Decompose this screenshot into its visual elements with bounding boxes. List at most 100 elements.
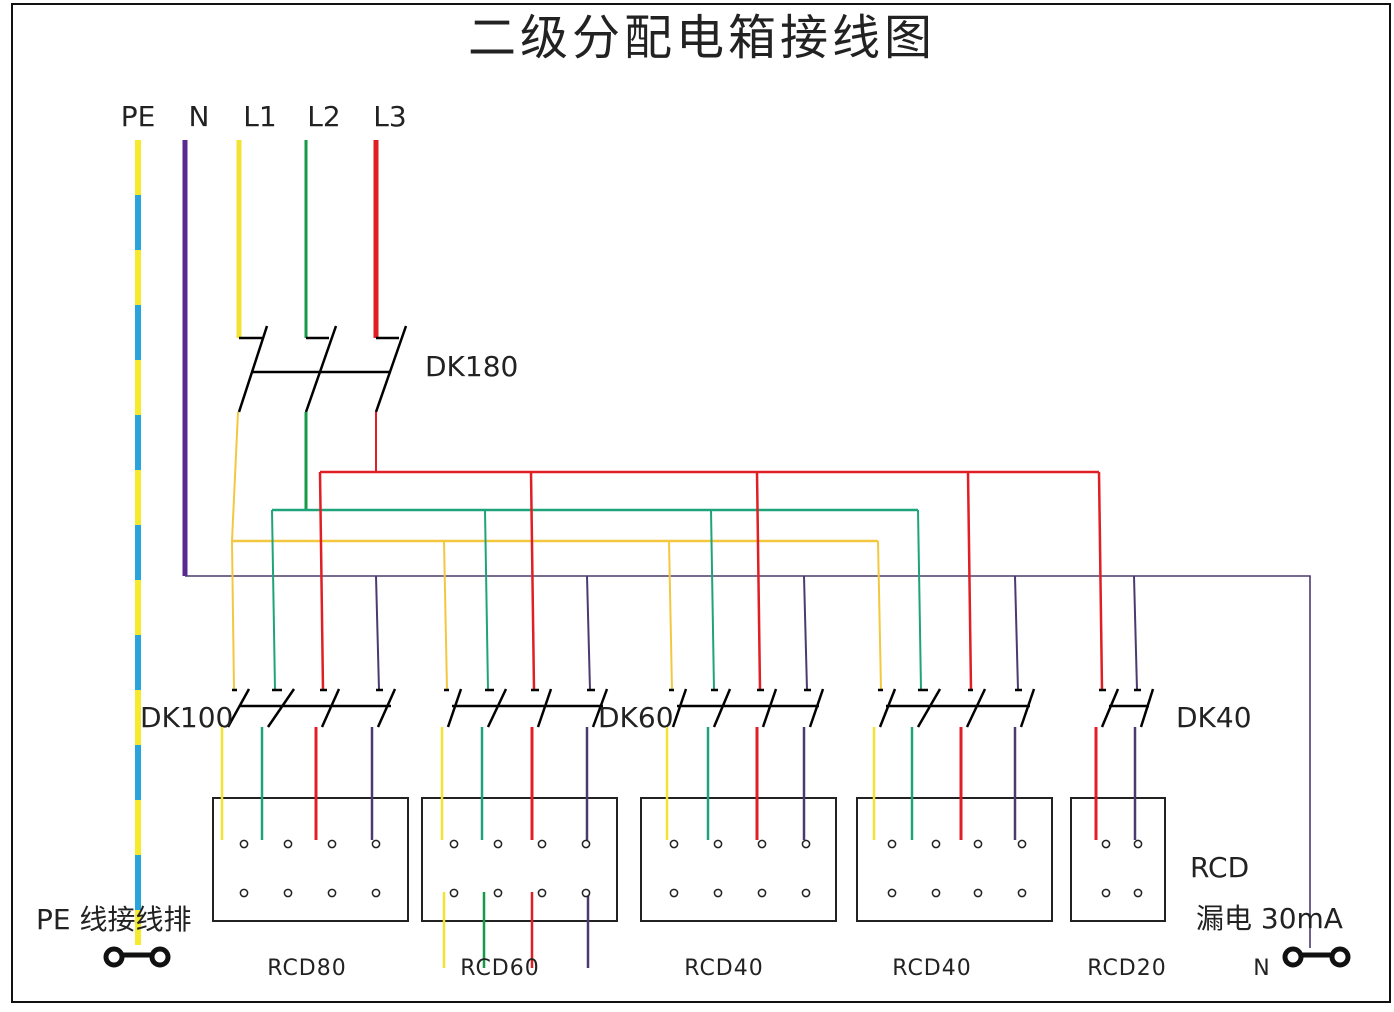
branch-drops — [231, 471, 1138, 691]
rcd-terminal — [669, 888, 679, 898]
rcd-note-title: RCD — [1190, 851, 1249, 884]
rcd-label-rcd60: RCD60 — [460, 956, 540, 981]
bus-label-pe: PE — [121, 100, 156, 133]
diagram-title: 二级分配电箱接线图 — [468, 10, 936, 66]
switch-label-dk60: DK60 — [598, 701, 674, 734]
branch-drop — [877, 540, 882, 691]
rcd-box-rcd80 — [212, 797, 409, 922]
rcd-wires — [220, 727, 1137, 968]
switch-blade — [1019, 688, 1036, 728]
rcd-units — [212, 797, 1166, 922]
rcd-terminal — [371, 839, 381, 849]
rcd-terminal — [757, 888, 767, 898]
branch-drop — [917, 509, 922, 691]
rcd-box-rcd60 — [421, 797, 618, 922]
rcd-terminal — [1101, 839, 1111, 849]
branch-drop — [710, 509, 715, 691]
branch-drop — [586, 575, 591, 691]
branch-drop — [271, 509, 276, 691]
rcd-box-rcd40-b — [856, 797, 1053, 922]
l1-outgoing-wire — [231, 411, 239, 542]
rcd-terminal — [581, 839, 591, 849]
rcd-label-rcd80: RCD80 — [267, 956, 347, 981]
rcd-box-rcd40-a — [640, 797, 837, 922]
rcd-terminal — [669, 839, 679, 849]
rcd-note-leakage: 漏电 30mA — [1196, 902, 1343, 935]
rcd-terminal — [757, 839, 767, 849]
rcd-label-rcd40-b: RCD40 — [892, 956, 972, 981]
branch-drop — [755, 471, 762, 691]
neutral-bus — [185, 575, 1311, 948]
diagram-frame — [11, 3, 1391, 1003]
rcd-terminal — [973, 888, 983, 898]
switch-blade — [486, 688, 508, 728]
switch-blade — [1139, 688, 1155, 728]
switch-label-dk100: DK100 — [140, 701, 233, 734]
switch-blade — [965, 688, 987, 728]
rcd-terminal — [283, 888, 293, 898]
rcd-terminal — [931, 888, 941, 898]
rcd-terminals — [239, 839, 1143, 898]
switch-blade — [916, 688, 942, 728]
rcd-terminal — [1017, 839, 1027, 849]
switch-blade — [671, 688, 688, 728]
neutral-terminal-bar — [1282, 946, 1351, 968]
switch-blade — [591, 688, 609, 728]
rcd-terminal — [449, 839, 459, 849]
rcd-label-rcd40-a: RCD40 — [684, 956, 764, 981]
switch-blade — [712, 688, 732, 728]
branch-switches — [226, 688, 1155, 728]
switch-blade — [536, 688, 553, 728]
rcd-box-rcd20 — [1070, 797, 1166, 922]
switch-label-dk40: DK40 — [1176, 701, 1252, 734]
rcd-terminal — [801, 888, 811, 898]
rcd-terminal — [713, 839, 723, 849]
rcd-terminal — [537, 888, 547, 898]
switch-blade — [226, 688, 251, 728]
rcd-terminal — [449, 888, 459, 898]
rcd-terminal — [493, 888, 503, 898]
switch-blade — [878, 688, 897, 728]
bus-label-l3: L3 — [373, 100, 406, 133]
branch-drop — [966, 471, 973, 691]
switch-blade — [761, 688, 778, 728]
rcd-terminal — [239, 888, 249, 898]
pe-bar-label: PE 线接线排 — [36, 903, 191, 936]
rcd-terminal — [1017, 888, 1027, 898]
rcd-terminal — [713, 888, 723, 898]
rcd-terminal — [887, 839, 897, 849]
switch-blade — [1100, 688, 1120, 728]
rcd-terminal — [887, 888, 897, 898]
branch-drop — [1097, 471, 1104, 691]
main-switch-label: DK180 — [425, 350, 518, 383]
rcd-terminal — [931, 839, 941, 849]
rcd-terminal — [537, 839, 547, 849]
branch-drop — [231, 540, 235, 691]
bus-label-l2: L2 — [307, 100, 340, 133]
rcd-terminal — [1133, 839, 1143, 849]
switch-blade — [808, 688, 825, 728]
rcd-terminal — [1133, 888, 1143, 898]
rcd-terminal — [581, 888, 591, 898]
switch-blade — [320, 688, 341, 728]
switch-blade — [376, 688, 397, 728]
bus-label-l1: L1 — [243, 100, 276, 133]
rcd-terminal — [371, 888, 381, 898]
branch-drop — [1133, 575, 1138, 691]
switch-blade — [266, 688, 296, 728]
rcd-terminal — [239, 839, 249, 849]
rcd-terminal — [801, 839, 811, 849]
rcd-terminal — [493, 839, 503, 849]
rcd-terminal — [327, 888, 337, 898]
pe-terminal-bar — [103, 946, 171, 968]
branch-drop — [668, 540, 673, 691]
main-switch-dk180 — [237, 325, 408, 413]
bus-label-n: N — [189, 100, 210, 133]
rcd-terminal — [1101, 888, 1111, 898]
rcd-label-rcd20: RCD20 — [1087, 956, 1167, 981]
branch-drop — [803, 575, 808, 691]
branch-drop — [1014, 575, 1019, 691]
branch-drop — [443, 540, 448, 691]
